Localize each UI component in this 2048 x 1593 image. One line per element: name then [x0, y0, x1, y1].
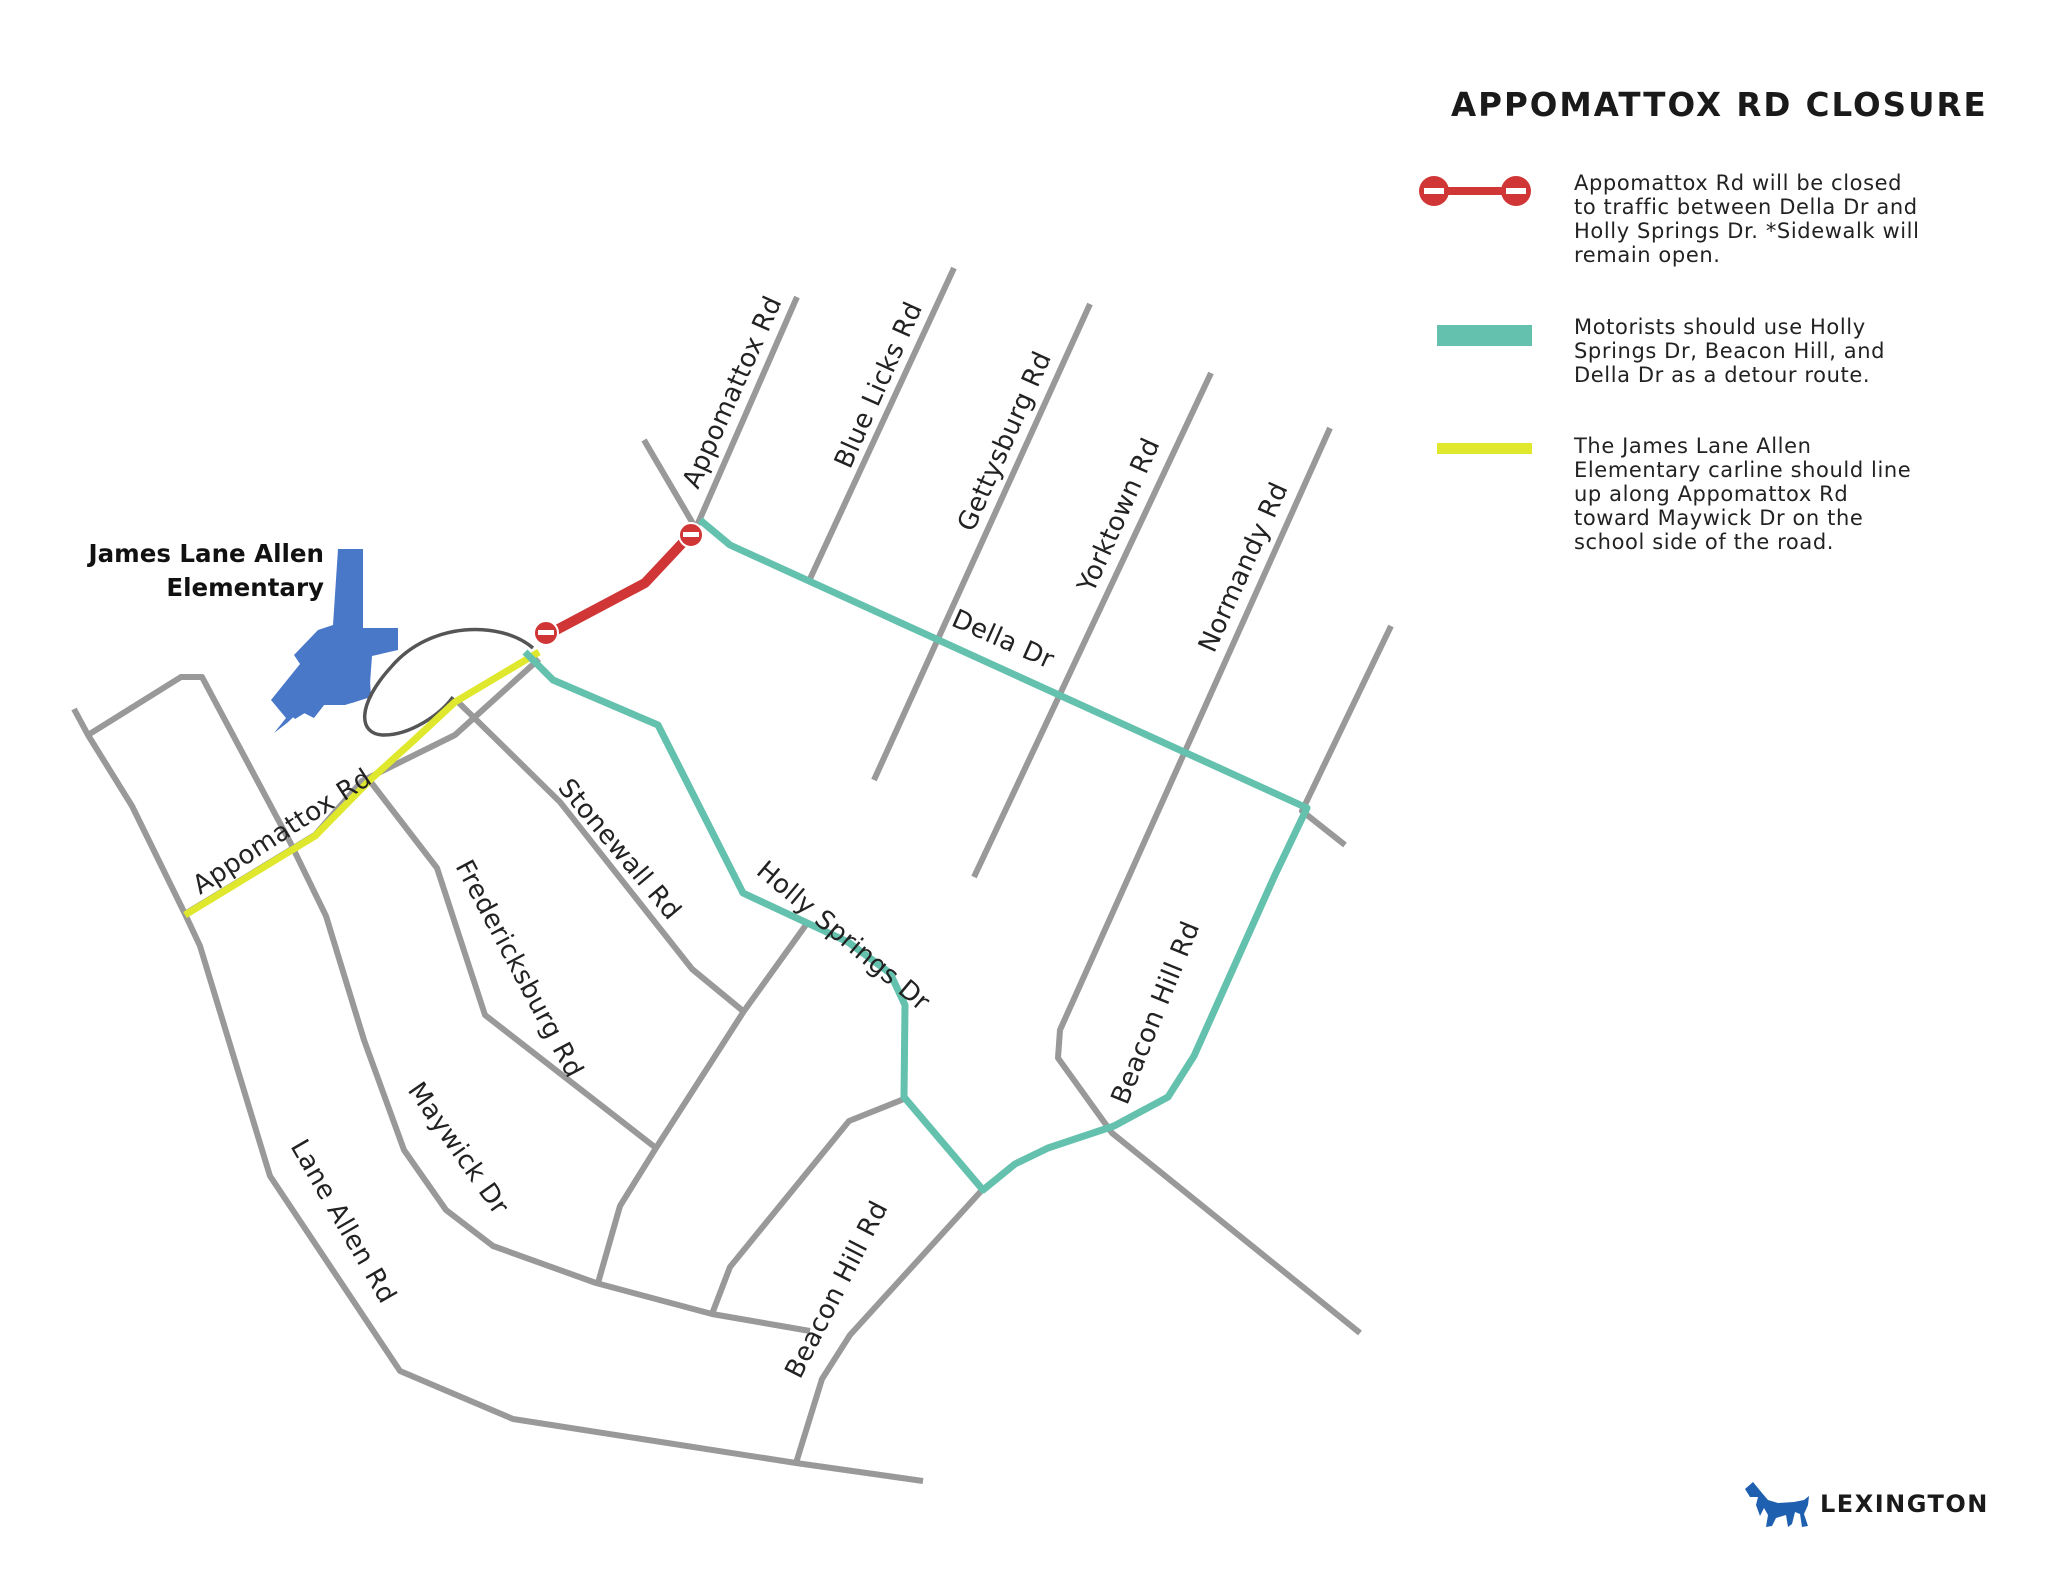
- legend-line: The James Lane Allen: [1574, 434, 1812, 458]
- legend-line: to traffic between Della Dr and: [1574, 195, 1918, 219]
- legend-line: Elementary carline should line: [1574, 458, 1912, 482]
- legend-closure-text: Appomattox Rd will be closed to traffic …: [1574, 171, 1994, 267]
- road-segment: [367, 779, 658, 1151]
- no-entry-icon: [533, 620, 559, 646]
- school-loop-drive: [362, 627, 535, 737]
- school-building: [271, 549, 398, 733]
- lexington-brand-name: LEXINGTON: [1820, 1490, 1989, 1518]
- detour-swatch: [1437, 325, 1532, 346]
- legend-line: remain open.: [1574, 243, 1721, 267]
- road-network: [71, 266, 1394, 1484]
- legend-line: school side of the road.: [1574, 530, 1835, 554]
- road-segment: [806, 266, 957, 583]
- road-segment: [1055, 426, 1362, 1336]
- street-label-maywick: Maywick Dr: [401, 1077, 514, 1221]
- street-label-appomattox-north: Appomattox Rd: [677, 292, 789, 493]
- road-segment: [689, 295, 800, 539]
- street-label-beacon-hill-east: Beacon Hill Rd: [1106, 917, 1207, 1108]
- horse-logo-icon: [1745, 1482, 1809, 1527]
- legend-line: toward Maywick Dr on the: [1574, 506, 1864, 530]
- road-segment: [709, 1096, 906, 1316]
- school-name-line1: James Lane Allen: [88, 539, 324, 568]
- road-segment: [1299, 624, 1394, 848]
- street-label-gettysburg: Gettysburg Rd: [952, 347, 1058, 536]
- street-label-holly-springs: Holly Springs Dr: [751, 855, 936, 1017]
- legend-detour-text: Motorists should use Holly Springs Dr, B…: [1574, 315, 1994, 387]
- legend-line: Appomattox Rd will be closed: [1574, 171, 1903, 195]
- no-entry-icon: [678, 522, 704, 548]
- closure-segment: [533, 522, 704, 646]
- legend-line: Motorists should use Holly: [1574, 315, 1866, 339]
- street-labels: Appomattox Rd Blue Licks Rd Gettysburg R…: [187, 292, 1294, 1384]
- road-segment: [86, 674, 811, 1334]
- closure-icon: [1419, 176, 1531, 206]
- road-segment: [871, 302, 1093, 782]
- street-label-blue-licks: Blue Licks Rd: [829, 298, 929, 473]
- school-label: James Lane Allen Elementary: [89, 537, 324, 605]
- road-segment: [452, 696, 745, 1014]
- map-title: APPOMATTOX RD CLOSURE: [1451, 86, 1988, 124]
- road-segment: [71, 707, 924, 1484]
- carline-route: [183, 648, 541, 918]
- road-segment: [641, 438, 698, 529]
- road-segment: [793, 1186, 986, 1464]
- school-name-line2: Elementary: [166, 573, 324, 602]
- road-segment: [595, 920, 811, 1284]
- carline-swatch: [1437, 443, 1532, 454]
- detour-route: [522, 517, 1311, 1194]
- road-segment: [971, 371, 1214, 879]
- legend-line: Springs Dr, Beacon Hill, and: [1574, 339, 1886, 363]
- legend-line: up along Appomattox Rd: [1574, 482, 1849, 506]
- legend-line: Holly Springs Dr. *Sidewalk will: [1574, 219, 1920, 243]
- street-label-normandy: Normandy Rd: [1193, 478, 1295, 657]
- legend-line: Della Dr as a detour route.: [1574, 363, 1871, 387]
- street-label-appomattox-south: Appomattox Rd: [187, 763, 377, 901]
- street-label-stonewall: Stonewall Rd: [552, 773, 687, 926]
- legend-carline-text: The James Lane Allen Elementary carline …: [1574, 434, 1994, 554]
- street-label-della: Della Dr: [947, 604, 1058, 676]
